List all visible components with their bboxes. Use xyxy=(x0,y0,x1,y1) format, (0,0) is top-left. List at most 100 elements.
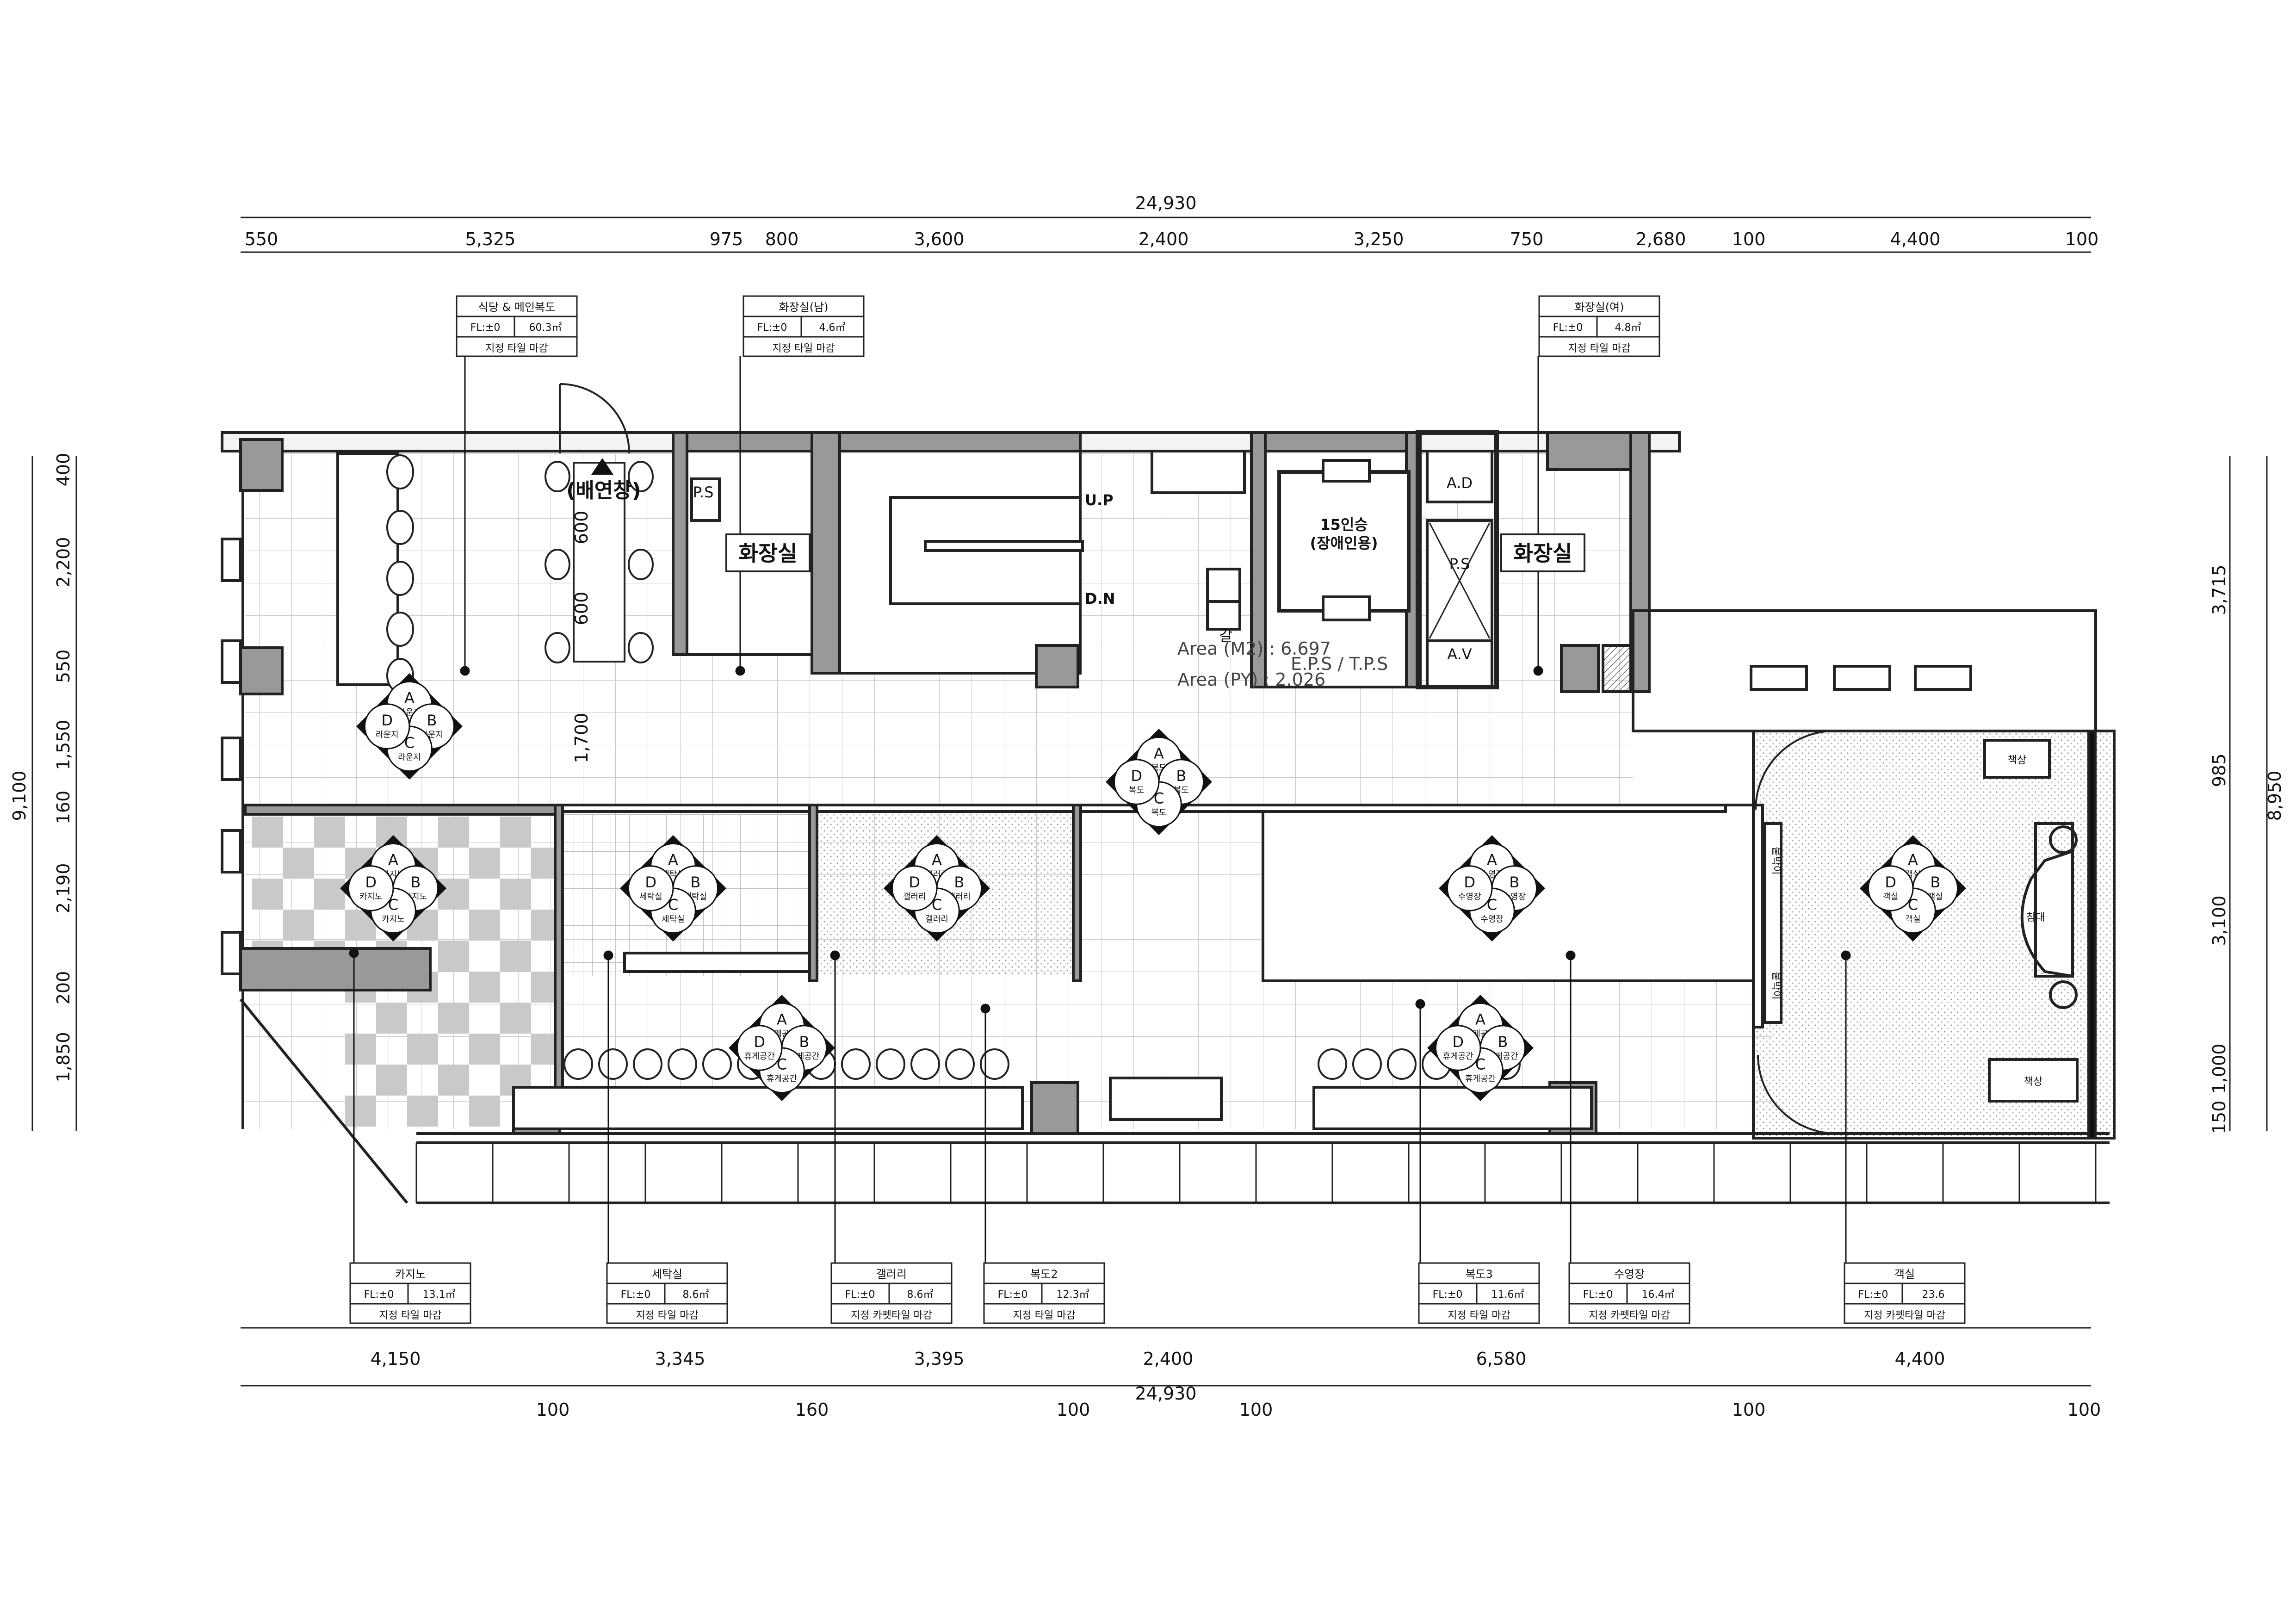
tag-leader-dot xyxy=(349,948,359,958)
room-tag-finish: 지정 타일 마감 xyxy=(636,1310,698,1321)
dim-top-8: 2,680 xyxy=(1636,229,1686,249)
finish-marker-text: 복도 xyxy=(1129,786,1144,795)
tag-leader-dot xyxy=(603,950,613,960)
stair-down-label: D.N xyxy=(1085,590,1115,607)
finish-marker-letter: C xyxy=(668,896,678,913)
room-tag-name: 갤러리 xyxy=(876,1268,907,1281)
finish-marker-text: 라운지 xyxy=(376,730,399,740)
checker-tile xyxy=(469,848,500,879)
dim-top-2: 975 xyxy=(710,229,743,249)
checker-tile xyxy=(438,879,469,910)
elevator-accessibility: (장애인용) xyxy=(1310,534,1378,552)
dim-600-a: 600 xyxy=(571,511,592,545)
tag-leader-dot xyxy=(980,1004,990,1014)
room-tag-area: 4.6㎡ xyxy=(819,322,846,334)
tag-leader-dot xyxy=(1533,666,1543,676)
tag-leader-dot xyxy=(460,666,470,676)
room-tag-finish: 지정 타일 마감 xyxy=(1013,1310,1075,1321)
finish-marker-letter: A xyxy=(388,851,398,869)
lounge-stool xyxy=(702,1048,732,1080)
finish-marker-letter: C xyxy=(1154,789,1164,807)
dim-top-3: 800 xyxy=(765,229,799,249)
room-tag-finish: 지정 타일 마감 xyxy=(1448,1310,1510,1321)
finish-marker-letter: A xyxy=(1154,745,1164,762)
chair xyxy=(628,549,654,580)
finish-marker-text: 라운지 xyxy=(398,752,421,762)
room-tag-finish: 지정 타일 마감 xyxy=(485,343,548,354)
room-tag-finish: 지정 카펫타일 마감 xyxy=(1589,1310,1670,1321)
bed-label: 침대 xyxy=(2026,912,2045,923)
checker-tile xyxy=(376,1003,407,1034)
chair xyxy=(545,461,570,492)
room-tag-fl: FL:±0 xyxy=(845,1289,875,1301)
dim-left-6: 200 xyxy=(53,971,74,1005)
room-tag-fl: FL:±0 xyxy=(1858,1289,1888,1301)
finish-marker-letter: A xyxy=(932,851,942,869)
checker-tile xyxy=(500,817,531,848)
bar-stool xyxy=(386,454,414,489)
dim-bottom-1: 3,345 xyxy=(655,1349,706,1369)
room-tag-fl: FL:±0 xyxy=(757,322,787,334)
chair xyxy=(628,461,654,492)
dim-left-1: 2,200 xyxy=(53,537,74,588)
finish-marker-text: 갤러리 xyxy=(925,914,948,924)
finish-marker-letter: C xyxy=(404,734,415,751)
room-tag-finish: 지정 타일 마감 xyxy=(379,1310,441,1321)
lounge-stool xyxy=(598,1048,628,1080)
finish-marker-letter: D xyxy=(1885,873,1896,891)
room-tag-finish: 지정 카펫타일 마감 xyxy=(851,1310,932,1321)
finish-marker-letter: D xyxy=(645,873,656,891)
finish-marker-text: 수영장 xyxy=(1458,892,1481,902)
tag-leader-dot xyxy=(1566,950,1576,960)
room-tag-name: 세탁실 xyxy=(652,1268,682,1281)
lounge-stool xyxy=(876,1048,905,1080)
doors xyxy=(559,383,1837,1134)
checker-tile xyxy=(438,1065,469,1096)
area-m2-text: Area (M2) : 6.697 xyxy=(1177,638,1331,659)
chair xyxy=(545,632,570,663)
finish-marker-text: 갤러리 xyxy=(903,892,926,902)
bottom-windows xyxy=(415,1143,2097,1203)
room-tag-name: 객실 xyxy=(1894,1268,1915,1281)
lounge-stool xyxy=(1318,1048,1347,1080)
closet-label-1: 붙박이 xyxy=(1770,847,1782,875)
tag-leaders xyxy=(349,356,1851,1263)
room-tag-area: 4.8㎡ xyxy=(1615,322,1641,334)
dim-bottom-0: 4,150 xyxy=(371,1349,421,1369)
checker-tile xyxy=(438,941,469,972)
checker-tile xyxy=(407,1096,438,1127)
dining-table xyxy=(573,462,625,663)
checker-tile xyxy=(283,910,314,941)
dim-bottom-small-3: 100 xyxy=(1239,1400,1273,1420)
dim-top-7: 750 xyxy=(1510,229,1544,249)
room-tag-area: 11.6㎡ xyxy=(1491,1288,1524,1301)
lounge-stool xyxy=(1387,1048,1417,1080)
finish-marker-letter: C xyxy=(777,1055,787,1073)
finish-marker-text: 카지노 xyxy=(382,914,405,924)
dim-top-1: 5,325 xyxy=(465,229,516,249)
dim-600-b: 600 xyxy=(571,592,592,626)
finish-marker-letter: B xyxy=(1930,873,1940,891)
room-tag-area: 12.3㎡ xyxy=(1057,1288,1089,1301)
closet-label-2: 붙박이 xyxy=(1770,972,1782,1000)
room-tag-finish: 지정 타일 마감 xyxy=(772,343,835,354)
lounge-stool xyxy=(910,1048,940,1080)
room-tag-fl: FL:±0 xyxy=(470,322,501,334)
checker-tile xyxy=(469,972,500,1003)
finish-marker-text: 휴게공간 xyxy=(1443,1052,1473,1061)
finish-marker-letter: C xyxy=(1908,896,1918,913)
elevator-capacity: 15인승 xyxy=(1320,516,1368,533)
dim-bottom-small-2: 100 xyxy=(1057,1400,1090,1420)
dim-1700: 1,700 xyxy=(571,713,592,763)
room-tag-area: 23.6 xyxy=(1922,1289,1945,1301)
dim-bottom-3: 2,400 xyxy=(1143,1349,1194,1369)
dim-bottom-small-1: 160 xyxy=(795,1400,829,1420)
